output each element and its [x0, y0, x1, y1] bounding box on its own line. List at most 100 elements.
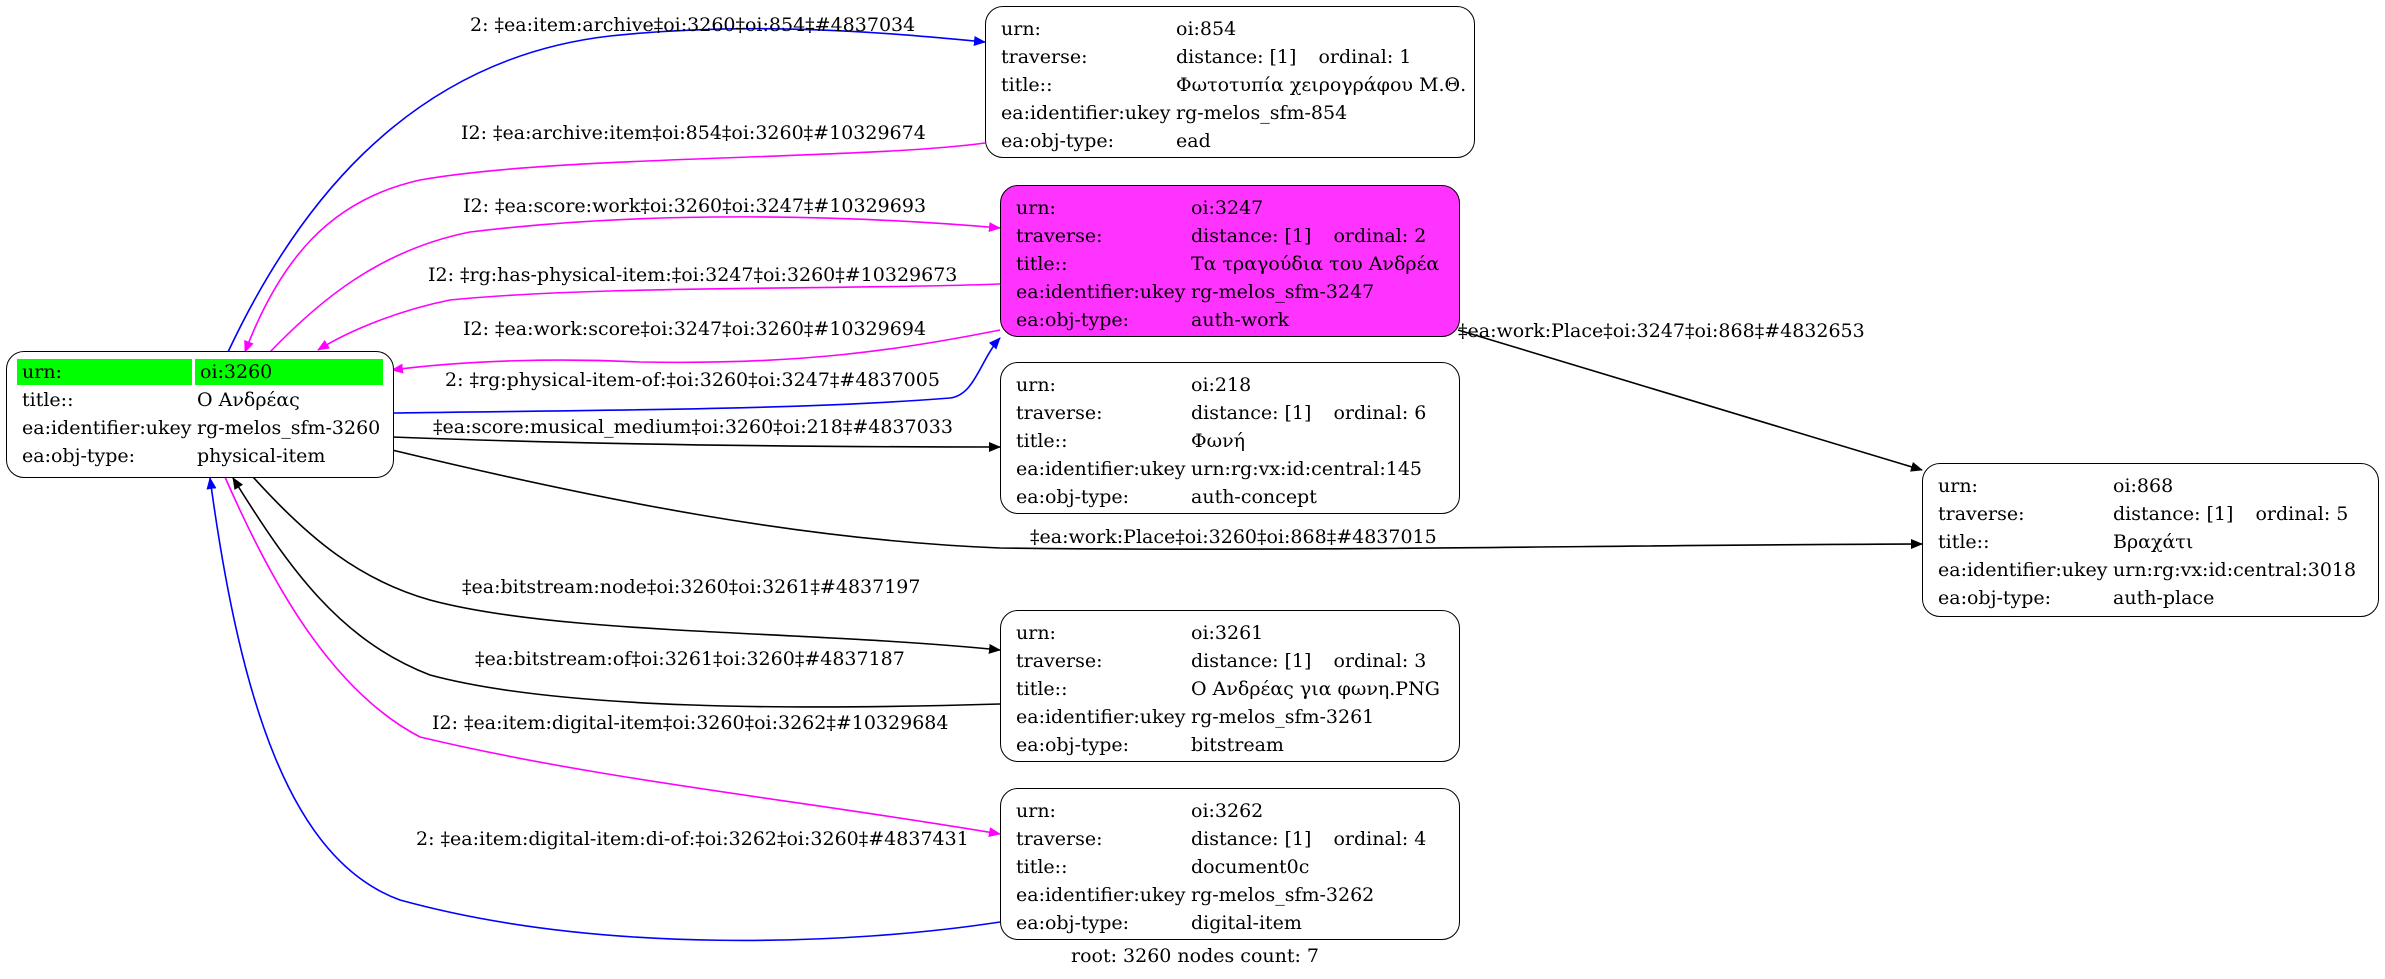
field-key: ea:identifier:ukey — [1016, 706, 1186, 728]
node-field-row: title::document0c — [1011, 853, 1449, 881]
field-value-text: ead — [1176, 130, 1211, 152]
node-field-row: urn: oi:3262 — [1011, 797, 1449, 825]
field-value: rg-melos_sfm-3261 — [1186, 706, 1449, 728]
field-value: distance: [1]ordinal: 6 — [1186, 402, 1449, 424]
field-value: digital-item — [1186, 912, 1449, 934]
node-field-row: urn: oi:218 — [1011, 371, 1449, 399]
edge-label: I2: ‡ea:work:score‡oi:3247‡oi:3260‡#1032… — [463, 318, 927, 340]
node-field-row: traverse:distance: [1]ordinal: 1 — [996, 43, 1464, 71]
field-value-text: oi:854 — [1176, 18, 1237, 40]
field-value-text: rg-melos_sfm-3260 — [197, 417, 381, 439]
node-field-row: title::Φωνή — [1011, 427, 1449, 455]
field-value: Βραχάτι — [2108, 531, 2368, 553]
edge-9 — [252, 476, 1001, 654]
field-value-text: rg-melos_sfm-3261 — [1191, 706, 1375, 728]
field-value-text: auth-place — [2113, 587, 2215, 609]
field-key: ea:identifier:ukey — [1938, 559, 2108, 581]
field-value-text: distance: [1] — [1191, 650, 1312, 672]
field-key: urn: — [1938, 475, 1978, 497]
field-value-text: auth-work — [1191, 309, 1290, 331]
edge-5 — [391, 337, 1001, 414]
field-value: distance: [1] ordinal: 3 — [1186, 650, 1449, 672]
field-key: title:: — [1001, 74, 1053, 96]
field-value-text: oi:3247 — [1191, 197, 1264, 219]
edge-label: ‡ea:bitstream:of‡oi:3261‡oi:3260‡#483718… — [475, 648, 905, 670]
edge-label: ‡ea:bitstream:node‡oi:3260‡oi:3261‡#4837… — [462, 576, 921, 598]
field-value: Ο Ανδρέας — [192, 389, 383, 411]
field-value: bitstream — [1186, 734, 1449, 756]
field-key: ea:obj-type: — [1016, 912, 1130, 934]
field-value-text: oi:218 — [1191, 374, 1252, 396]
field-value-text: oi:3260 — [200, 361, 273, 383]
node-oi-218[interactable]: urn: oi:218 traverse: distance: [1]ordinal:… — [1000, 362, 1460, 514]
node-field-row: traverse: distance: [1]ordinal: 6 — [1011, 399, 1449, 427]
node-field-row: urn:oi:854 — [996, 15, 1464, 43]
field-value: physical-item — [192, 445, 383, 467]
edge-8 — [391, 449, 1923, 551]
edge-label: 2: ‡ea:item:archive‡oi:3260‡oi:854‡#4837… — [470, 14, 916, 36]
node-field-row: title::Ο Ανδρέας για φωνη.PNG — [1011, 675, 1449, 703]
field-key: urn: — [1016, 800, 1056, 822]
edge-label: I2: ‡ea:archive:item‡oi:854‡oi:3260‡#103… — [461, 122, 926, 144]
edge-1 — [244, 142, 986, 353]
node-oi-3261[interactable]: urn: oi:3261 traverse: distance: [1] ordinal… — [1000, 610, 1460, 762]
ordinal-value: ordinal: 5 — [2255, 503, 2349, 525]
field-key: title:: — [1016, 430, 1068, 452]
field-value-text: rg-melos_sfm-854 — [1176, 102, 1348, 124]
field-value: rg-melos_sfm-854 — [1171, 102, 1464, 124]
field-value-text: oi:868 — [2113, 475, 2174, 497]
field-value: Ο Ανδρέας για φωνη.PNG — [1186, 678, 1449, 700]
field-key: ea:obj-type: — [22, 445, 136, 467]
edge-7 — [1457, 329, 1923, 472]
edge-0 — [227, 27, 986, 353]
field-value: urn:rg:vx:id:central:3018 — [2108, 559, 2368, 581]
field-key: traverse: — [1001, 46, 1088, 68]
field-value: ead — [1171, 130, 1464, 152]
field-value: auth-place — [2108, 587, 2368, 609]
field-key: urn: — [1016, 622, 1056, 644]
field-value: distance: [1]ordinal: 2 — [1186, 225, 1449, 247]
edge-3 — [317, 283, 1001, 351]
node-field-row: title::Τα τραγούδια του Ανδρέα — [1011, 250, 1449, 278]
ordinal-value: ordinal: 1 — [1318, 46, 1412, 68]
edge-label: I2: ‡rg:has-physical-item:‡oi:3247‡oi:32… — [428, 264, 958, 286]
edge-12 — [206, 477, 1001, 942]
field-key: traverse: — [1016, 650, 1103, 672]
field-value-text: distance: [1] — [1191, 402, 1312, 424]
field-value: rg-melos_sfm-3247 — [1186, 281, 1449, 303]
field-value-text: urn:rg:vx:id:central:3018 — [2113, 559, 2357, 581]
field-value-text: oi:3261 — [1191, 622, 1264, 644]
field-key: traverse: — [1016, 402, 1103, 424]
field-value: auth-concept — [1186, 486, 1449, 508]
ordinal-value: ordinal: 3 — [1333, 650, 1427, 672]
field-key: traverse: — [1938, 503, 2025, 525]
edge-6 — [391, 436, 1001, 452]
node-field-row: ea:obj-type:auth-concept — [1011, 483, 1449, 511]
node-field-row: ea:obj-type:bitstream — [1011, 731, 1449, 759]
edge-label: 2: ‡rg:physical-item-of:‡oi:3260‡oi:3247… — [445, 369, 940, 391]
field-value-text: urn:rg:vx:id:central:145 — [1191, 458, 1423, 480]
field-key: ea:identifier:ukey — [1001, 102, 1171, 124]
field-value: distance: [1]ordinal: 4 — [1186, 828, 1449, 850]
field-value-text: Βραχάτι — [2113, 531, 2194, 553]
field-value-text: Φωνή — [1191, 430, 1246, 452]
field-value-text: oi:3262 — [1191, 800, 1264, 822]
field-value-text: rg-melos_sfm-3247 — [1191, 281, 1375, 303]
field-key: ea:obj-type: — [1016, 309, 1130, 331]
graph-footer: root: 3260 nodes count: 7 — [1071, 945, 1320, 967]
edge-label: ‡ea:work:Place‡oi:3247‡oi:868‡#4832653 — [1458, 320, 1865, 342]
node-field-row: traverse:distance: [1]ordinal: 2 — [1011, 222, 1449, 250]
field-key: ea:identifier:ukey — [1016, 281, 1186, 303]
edge-label: 2: ‡ea:item:digital-item:di-of:‡oi:3262‡… — [416, 828, 969, 850]
field-key: urn: — [1016, 374, 1056, 396]
